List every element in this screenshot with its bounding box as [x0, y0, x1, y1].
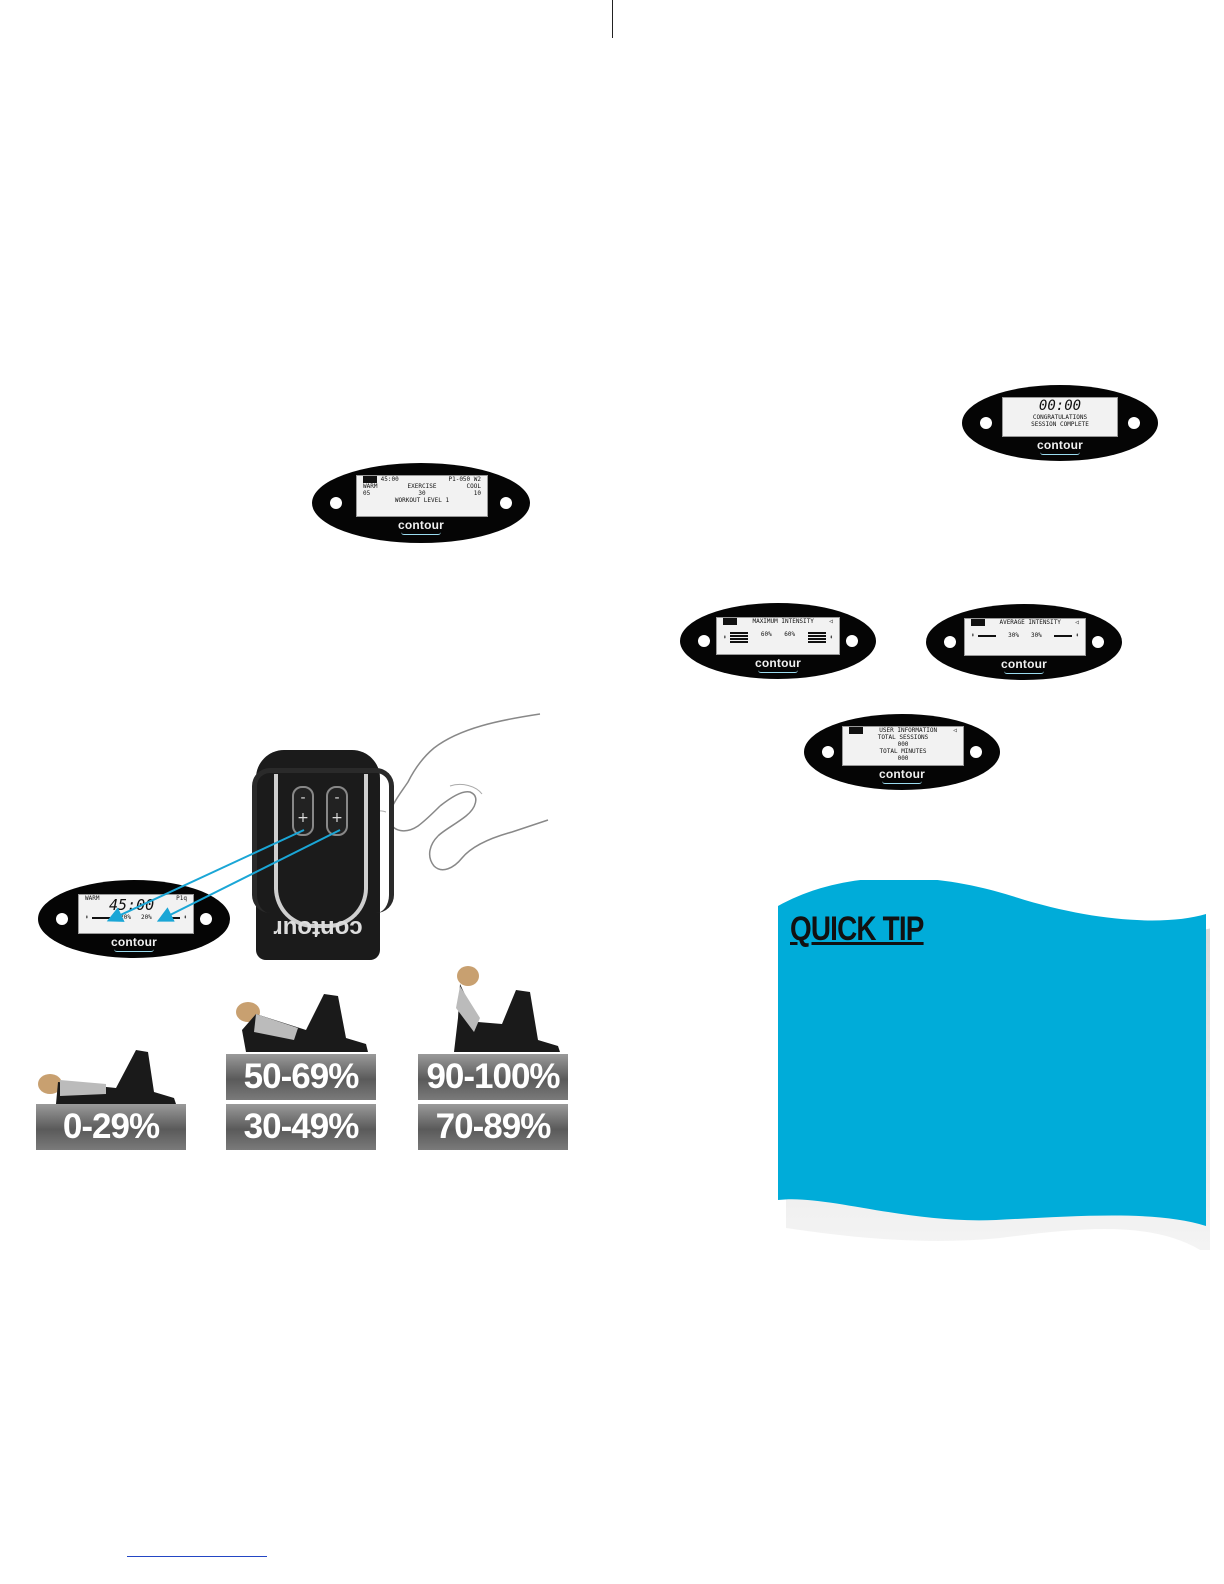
total-sessions-value: 000: [897, 741, 909, 748]
page-divider: [612, 0, 613, 38]
person-situp-icon: [454, 966, 560, 1052]
max-title: MAXIMUM INTENSITY: [752, 618, 814, 625]
device-face: [274, 774, 368, 928]
mount-hole: [822, 746, 834, 758]
live-program: P1q: [176, 895, 187, 902]
avg-title: AVERAGE INTENSITY: [999, 619, 1061, 626]
quick-tip-title: QUICK TIP: [790, 910, 924, 948]
avg-left-value: 30%: [1008, 632, 1020, 639]
contour-logo: contour: [749, 656, 807, 673]
mount-hole: [56, 913, 68, 925]
battery-icon: [363, 476, 377, 483]
max-left-value: 60%: [760, 631, 772, 638]
intensity-50-69: 50-69%: [226, 1054, 376, 1100]
contour-logo: contour: [1031, 438, 1089, 455]
congratulations-text: CONGRATULATIONS: [1032, 414, 1088, 421]
left-intensity-buttons[interactable]: -+: [292, 786, 314, 836]
total-minutes-label: TOTAL MINUTES: [879, 748, 927, 755]
mount-hole: [944, 636, 956, 648]
live-phase: WARM: [85, 895, 100, 902]
display-complete-screen: 00:00 CONGRATULATIONS SESSION COMPLETE: [1002, 397, 1118, 437]
phase-warm-value: 05: [363, 490, 371, 497]
mount-hole: [980, 417, 992, 429]
mount-hole: [200, 913, 212, 925]
display-main-screen: 45:00 P1-050 W2 WARM EXERCISE COOL 05 30 10 W…: [356, 475, 488, 517]
mount-hole: [500, 497, 512, 509]
intensity-30-49: 30-49%: [226, 1104, 376, 1150]
avg-right-value: 30%: [1030, 632, 1042, 639]
phase-cool-value: 10: [473, 490, 481, 497]
display-max-screen: MAXIMUM INTENSITY◁ ⬍ 60%60% ⬍: [716, 617, 840, 655]
live-left-value: 20%: [120, 914, 132, 921]
quick-tip-banner: [778, 880, 1210, 1250]
person-lying-icon: [38, 1050, 176, 1104]
display-user-oval: USER INFORMATION ◁ TOTAL SESSIONS 000 TOT…: [804, 714, 1000, 790]
contour-logo: contour: [392, 518, 450, 535]
display-complete-oval: 00:00 CONGRATULATIONS SESSION COMPLETE c…: [962, 385, 1158, 461]
right-intensity-buttons[interactable]: -+: [326, 786, 348, 836]
display-time: 45:00: [380, 476, 399, 483]
contour-logo: contour: [995, 657, 1053, 674]
mount-hole: [846, 635, 858, 647]
display-program: P1-050 W2: [448, 476, 481, 483]
mount-hole: [330, 497, 342, 509]
session-complete-text: SESSION COMPLETE: [1031, 421, 1089, 428]
intensity-0-29: 0-29%: [36, 1104, 186, 1150]
phase-exercise-value: 30: [418, 490, 426, 497]
display-user-screen: USER INFORMATION ◁ TOTAL SESSIONS 000 TOT…: [842, 726, 964, 766]
contour-logo: contour: [873, 767, 931, 784]
max-right-value: 60%: [784, 631, 796, 638]
footer-link-underline: [127, 1556, 267, 1557]
mount-hole: [1128, 417, 1140, 429]
intensity-70-89: 70-89%: [418, 1104, 568, 1150]
device-belt-clip: [252, 768, 394, 913]
total-minutes-value: 000: [897, 755, 909, 762]
mount-hole: [1092, 636, 1104, 648]
battery-icon: [971, 619, 985, 626]
battery-icon: [849, 727, 863, 734]
phase-exercise: EXERCISE: [407, 483, 437, 490]
battery-icon: [723, 618, 737, 625]
mount-hole: [698, 635, 710, 647]
intensity-90-100: 90-100%: [418, 1054, 568, 1100]
complete-time: 00:00: [1038, 398, 1082, 414]
total-sessions-label: TOTAL SESSIONS: [877, 734, 929, 741]
speaker-icon: ◁: [953, 727, 957, 734]
display-max-oval: MAXIMUM INTENSITY◁ ⬍ 60%60% ⬍ contour: [680, 603, 876, 679]
display-main-oval: 45:00 P1-050 W2 WARM EXERCISE COOL 05 30 10 W…: [312, 463, 530, 543]
display-avg-screen: AVERAGE INTENSITY◁ ⬍ 30%30% ⬍: [964, 618, 1086, 656]
speaker-icon: ◁: [829, 618, 833, 625]
contour-logo: contour: [105, 935, 163, 952]
connector-arrows: [106, 829, 341, 922]
person-crunch-icon: [236, 994, 368, 1052]
speaker-icon: ◁: [1075, 619, 1079, 626]
workout-level: WORKOUT LEVEL 1: [394, 497, 450, 504]
phase-cool: COOL: [466, 483, 481, 490]
contour-device: -+ -+ contour: [252, 750, 394, 960]
display-avg-oval: AVERAGE INTENSITY◁ ⬍ 30%30% ⬍ contour: [926, 604, 1122, 680]
live-right-value: 20%: [140, 914, 152, 921]
phase-warm: WARM: [363, 483, 378, 490]
mount-hole: [970, 746, 982, 758]
user-title: USER INFORMATION: [879, 727, 938, 734]
